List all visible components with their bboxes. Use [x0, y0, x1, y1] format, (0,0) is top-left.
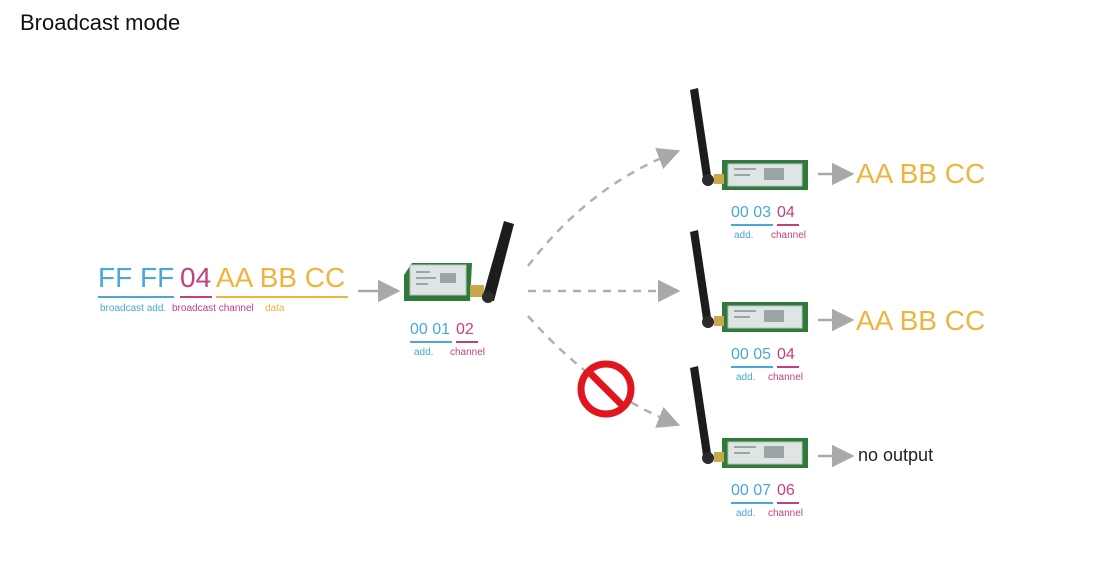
- sender-addr-label: add.: [414, 347, 434, 358]
- receiver-2-channel-label: channel: [768, 372, 804, 383]
- receiver-2-antenna-module: [690, 230, 808, 332]
- input-data: AA BB CC: [216, 262, 346, 293]
- receiver-1-channel-label: channel: [771, 230, 807, 241]
- receiver-3-channel-underline: [777, 502, 799, 504]
- receiver-1-addr-underline: [731, 224, 773, 226]
- receiver-3-antenna-module: [690, 366, 808, 468]
- label-broadcast-channel: broadcast channel: [172, 303, 254, 314]
- receiver-1-antenna-module: [690, 88, 808, 190]
- sender-channel: 02: [456, 321, 474, 338]
- input-broadcast-addr: FF FF: [98, 262, 175, 293]
- receiver-1-addr-label: add.: [734, 230, 754, 241]
- underline-data: [216, 296, 348, 298]
- label-broadcast-addr: broadcast add.: [100, 303, 167, 314]
- receiver-2-addr: 00 05: [731, 346, 772, 363]
- prohibit-icon: [577, 360, 635, 418]
- underline-addr: [98, 296, 174, 298]
- receiver-1-channel-underline: [777, 224, 799, 226]
- receiver-3-addr-underline: [731, 502, 773, 504]
- sender-channel-label: channel: [450, 347, 486, 358]
- receiver-3-channel: 06: [777, 482, 795, 499]
- receiver-2-addr-underline: [731, 366, 773, 368]
- receiver-3-output: no output: [858, 445, 934, 465]
- receiver-2-addr-label: add.: [736, 372, 756, 383]
- dashed-arrow-receiver-1: [527, 147, 681, 267]
- receiver-1-output: AA BB CC: [856, 158, 986, 189]
- page-title: Broadcast mode: [20, 10, 181, 35]
- receiver-2-channel: 04: [777, 346, 795, 363]
- sender-addr: 00 01: [410, 321, 451, 338]
- sender-addr-underline: [410, 341, 452, 343]
- receiver-1-channel: 04: [777, 204, 795, 221]
- sender-antenna-module: [404, 221, 514, 303]
- sender-channel-underline: [456, 341, 478, 343]
- receiver-3-channel-label: channel: [768, 508, 804, 519]
- receiver-3-addr: 00 07: [731, 482, 772, 499]
- receiver-2-output: AA BB CC: [856, 305, 986, 336]
- underline-channel: [180, 296, 212, 298]
- receiver-3-addr-label: add.: [736, 508, 756, 519]
- input-broadcast-channel: 04: [180, 262, 212, 293]
- receiver-2-channel-underline: [777, 366, 799, 368]
- label-data: data: [265, 303, 285, 314]
- receiver-1-addr: 00 03: [731, 204, 772, 221]
